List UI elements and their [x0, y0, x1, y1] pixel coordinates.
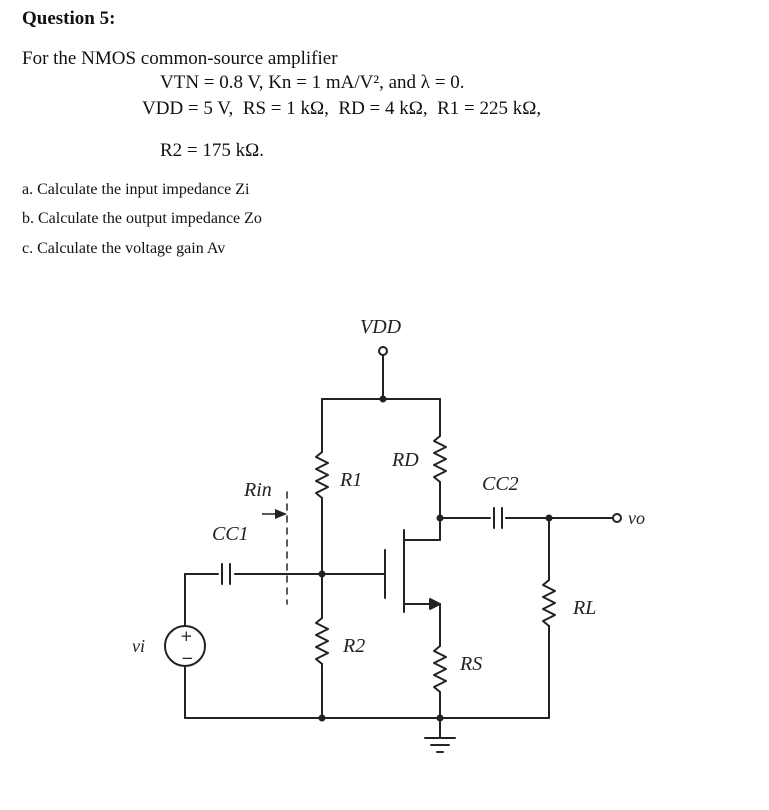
mosfet-source-arrow: [429, 598, 441, 610]
vi-label: vi: [132, 636, 145, 656]
params-line-3: R2 = 175 kΩ.: [160, 140, 264, 162]
r2-label: R2: [342, 635, 365, 657]
rd-label: RD: [391, 449, 419, 471]
junction-vdd: [379, 395, 387, 403]
junction-gate: [318, 570, 326, 578]
r1-label: R1: [339, 469, 362, 491]
r1-resistor: [315, 451, 329, 499]
params-line-1: VTN = 0.8 V, Kn = 1 mA/V², and λ = 0.: [160, 72, 464, 94]
question-intro: For the NMOS common-source amplifier: [22, 48, 338, 69]
param-rs: RS = 1 kΩ,: [242, 98, 329, 119]
vdd-label: VDD: [360, 316, 402, 338]
params-line-2: VDD = 5 V, RS = 1 kΩ, RD = 4 kΩ, R1 = 22…: [142, 98, 541, 120]
param-lambda: and λ = 0.: [388, 72, 465, 93]
param-r1: R1 = 225 kΩ,: [437, 98, 542, 119]
param-r2: R2 = 175 kΩ.: [160, 140, 265, 161]
vi-minus-sign: −: [181, 649, 194, 667]
vo-terminal: [612, 513, 622, 523]
r2-resistor: [315, 617, 329, 665]
junction-source: [436, 714, 444, 722]
rin-label: Rin: [243, 479, 272, 501]
param-rd: RD = 4 kΩ,: [338, 98, 428, 119]
vo-label: vo: [628, 508, 645, 528]
task-c: c. Calculate the voltage gain Av: [22, 240, 226, 257]
junction-ground-left: [318, 714, 326, 722]
param-kn: Kn = 1 mA/V²,: [268, 72, 384, 93]
rl-resistor: [542, 579, 556, 627]
junction-drain: [436, 514, 444, 522]
vi-plus-sign: +: [180, 627, 193, 645]
param-vtn: VTN = 0.8 V,: [160, 72, 264, 93]
rd-resistor: [433, 435, 447, 483]
cc1-label: CC1: [212, 523, 249, 545]
task-a: a. Calculate the input impedance Zi: [22, 181, 250, 198]
param-vdd: VDD = 5 V,: [142, 98, 234, 119]
task-b: b. Calculate the output impedance Zo: [22, 210, 262, 227]
cc2-label: CC2: [482, 473, 519, 495]
rs-resistor: [433, 645, 447, 693]
rin-arrow-head: [275, 509, 287, 519]
rs-label: RS: [459, 653, 482, 675]
junction-output: [545, 514, 553, 522]
question-title: Question 5:: [22, 8, 116, 29]
rl-label: RL: [572, 597, 596, 619]
vdd-terminal: [378, 346, 388, 356]
